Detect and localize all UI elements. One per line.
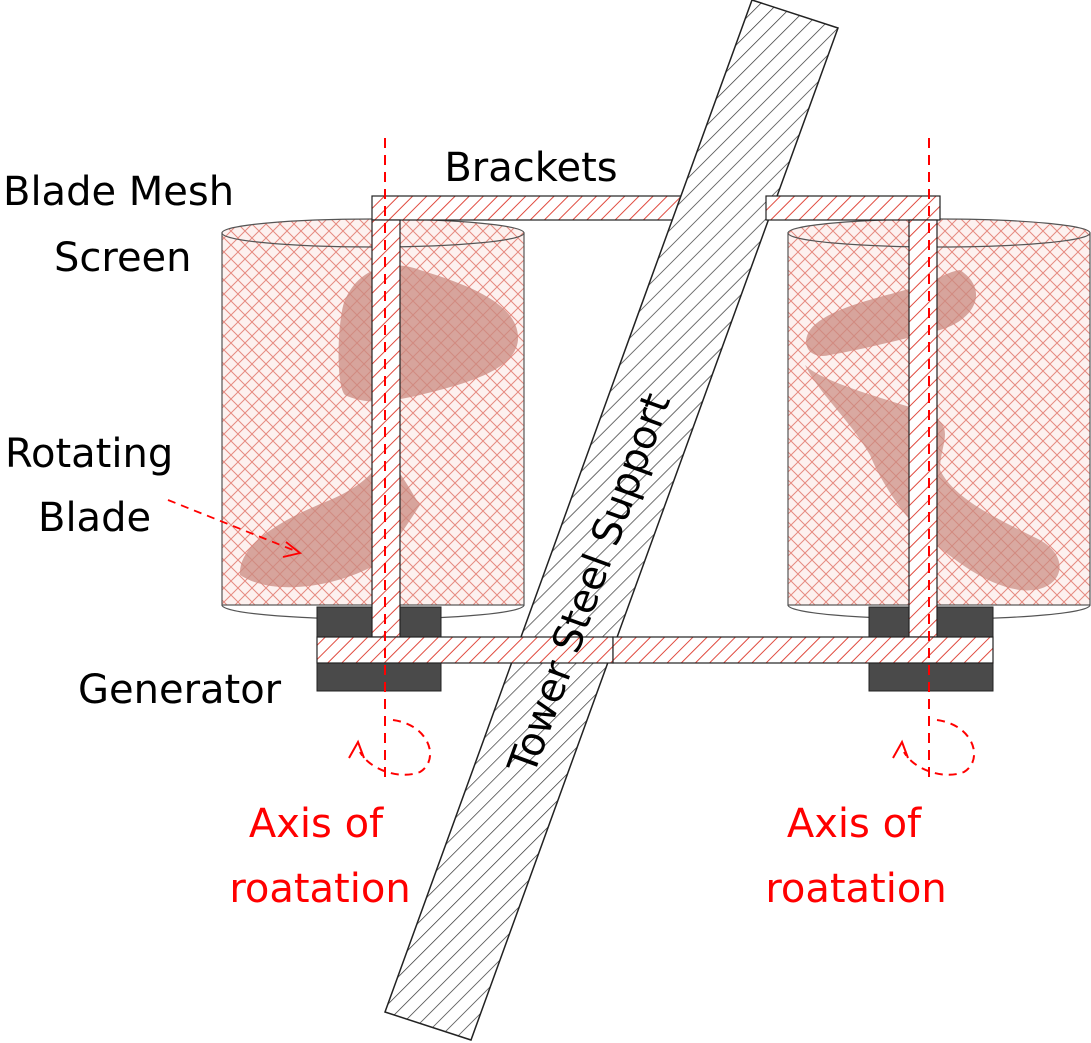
tower-steel-support [384, 0, 839, 1041]
right-rotation-axis [892, 138, 975, 780]
axis-label-right: Axis of [787, 801, 922, 847]
bottom-bracket [316, 636, 994, 664]
axis-label-left: Axis of [249, 801, 384, 847]
axis-label-left-2: roatation [229, 866, 410, 912]
top-bracket-right [765, 195, 941, 221]
brackets-label: Brackets [444, 145, 617, 191]
blade-mesh-screen-label-2: Screen [54, 235, 192, 281]
generator-label: Generator [78, 667, 282, 713]
left-rotation-axis [348, 138, 431, 780]
axis-label-right-2: roatation [765, 866, 946, 912]
rotating-blade-label-2: Blade [38, 495, 151, 541]
rotating-blade-label: Rotating [5, 431, 173, 477]
blade-mesh-screen-label: Blade Mesh [3, 169, 234, 215]
right-vertical-bracket [908, 219, 938, 638]
rotating-blade-pointer [167, 499, 303, 558]
